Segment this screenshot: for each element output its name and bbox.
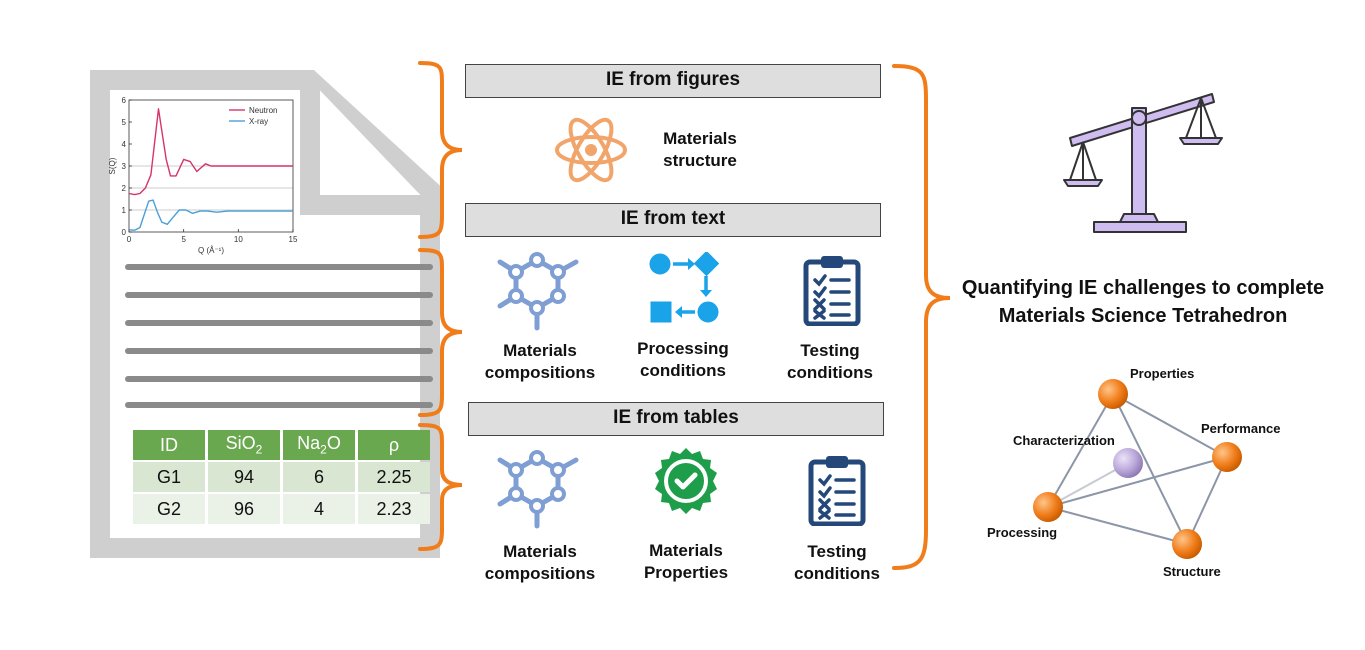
right-title: Quantifying IE challenges to complete Ma… [961, 277, 1325, 327]
label-characterization: Characterization [1013, 433, 1115, 448]
chart-y-tick-label: 4 [122, 140, 127, 149]
chart-legend-label: X-ray [249, 117, 268, 126]
chart-x-tick-label: 0 [127, 235, 132, 244]
chart-x-tick-label: 5 [181, 235, 186, 244]
document-outline [90, 70, 440, 558]
label-structure: Structure [1163, 564, 1221, 579]
left-braces [418, 61, 463, 551]
label-processing: Processing [987, 525, 1058, 540]
label-testing-conditions-tables: Testing conditions [794, 542, 880, 583]
chart-y-tick-label: 2 [122, 184, 127, 193]
table-header-row: ID SiO2 Na2O ρ [133, 430, 430, 460]
right-brace [892, 64, 951, 570]
band-ie-figures: IE from figures [465, 64, 881, 98]
brace-text [418, 248, 463, 417]
clipboard-checklist-icon [808, 456, 866, 526]
label-materials-compositions-text: Materials compositions [484, 341, 596, 382]
table-header-density: ρ [358, 430, 430, 460]
chart-y-tick-label: 3 [122, 162, 127, 171]
label-materials-properties: Materials Properties [643, 541, 729, 582]
chart-y-axis-label: S(Q) [108, 157, 117, 174]
chart-x-tick-label: 10 [234, 235, 243, 244]
table-row: G1 94 6 2.25 [133, 462, 430, 492]
chart-y-tick-label: 6 [122, 96, 127, 105]
table-cell: G2 [133, 494, 205, 524]
label-performance: Performance [1201, 421, 1281, 436]
table-cell: 94 [208, 462, 280, 492]
band-ie-tables: IE from tables [468, 402, 884, 436]
document-fold [300, 80, 430, 215]
label-materials-structure: Materials structure [663, 129, 737, 170]
label-processing-conditions: Processing conditions [637, 339, 729, 380]
node-performance [1212, 442, 1242, 472]
label-testing-conditions-text: Testing conditions [787, 341, 873, 382]
table-cell: 2.23 [358, 494, 430, 524]
molecule-icon [497, 450, 579, 529]
table-cell: 6 [283, 462, 355, 492]
chart-x-tick-label: 15 [289, 235, 298, 244]
node-properties [1098, 379, 1128, 409]
table-cell: G1 [133, 462, 205, 492]
chart-y-tick-label: 5 [122, 118, 127, 127]
process-flow-icon [649, 252, 720, 323]
chart-series-neutron [128, 108, 293, 196]
table-cell: 2.25 [358, 462, 430, 492]
composition-table: ID SiO2 Na2O ρ G1 94 6 2.25 G2 96 4 2.23 [130, 428, 433, 526]
brace-figures [418, 61, 463, 239]
band-ie-text: IE from text [465, 203, 881, 237]
table-row: G2 96 4 2.23 [133, 494, 430, 524]
table-header-sio2: SiO2 [208, 430, 280, 460]
clipboard-checklist-icon [803, 256, 861, 326]
balance-scale-icon [1063, 93, 1223, 233]
chart-y-tick-label: 1 [122, 206, 127, 215]
table-cell: 96 [208, 494, 280, 524]
chart-series-x-ray [128, 199, 293, 231]
chart-x-axis-label: Q (Å⁻¹) [198, 246, 224, 255]
node-structure [1172, 529, 1202, 559]
atom-icon [555, 117, 627, 183]
chart-legend-label: Neutron [249, 106, 277, 115]
tetrahedron-diagram [1033, 379, 1242, 559]
table-header-na2o: Na2O [283, 430, 355, 460]
label-materials-compositions-tables: Materials compositions [484, 542, 596, 583]
chart-y-tick-label: 0 [122, 228, 127, 237]
brace-tables [418, 423, 463, 551]
molecule-icon [497, 252, 579, 331]
badge-check-icon [655, 448, 717, 514]
node-processing [1033, 492, 1063, 522]
table-header-id: ID [133, 430, 205, 460]
document-page [90, 70, 440, 558]
table-cell: 4 [283, 494, 355, 524]
document-text-lines [125, 264, 433, 408]
label-properties: Properties [1130, 366, 1195, 381]
node-characterization [1113, 448, 1143, 478]
